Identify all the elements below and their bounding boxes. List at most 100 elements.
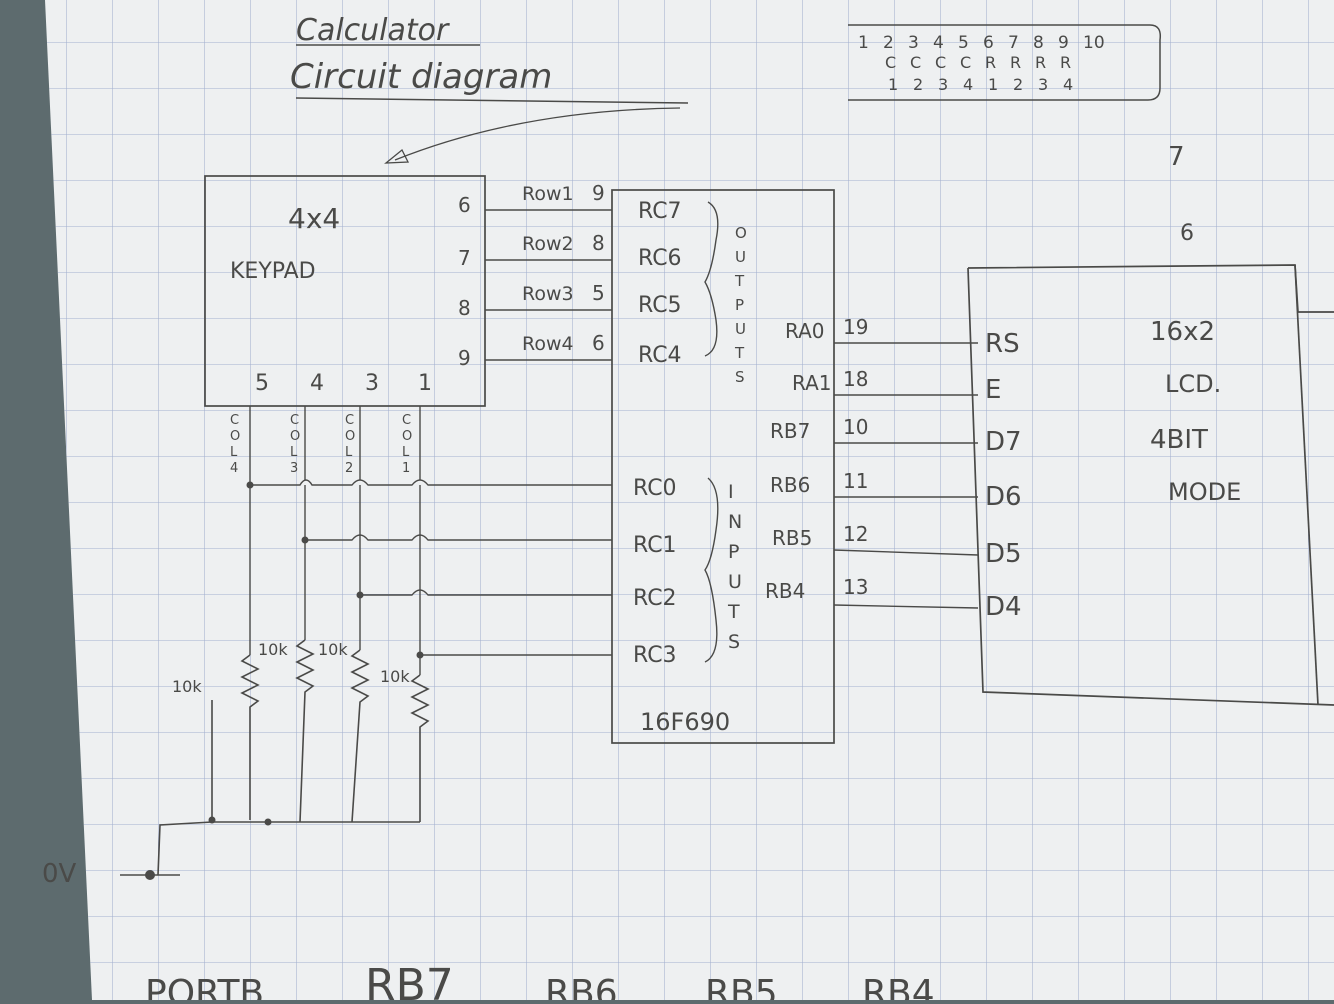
row-pin-2: 8 <box>592 231 605 255</box>
table-pin-5: 5 <box>958 33 969 53</box>
table-num-3: 3 <box>938 75 948 94</box>
table-num-4: 4 <box>963 75 973 94</box>
column-label-char: C <box>402 413 411 428</box>
diagram-subtitle: Circuit diagram <box>290 57 552 97</box>
table-kind-2: C <box>910 53 921 72</box>
footer-portb: PORTB <box>145 973 264 1000</box>
column-label-char: O <box>290 429 300 444</box>
column-label-char: L <box>345 445 353 460</box>
outputs-label-char: P <box>735 296 744 314</box>
table-pin-10: 10 <box>1083 33 1105 53</box>
table-num-6: 2 <box>1013 75 1023 94</box>
column-label-char: 2 <box>345 461 353 476</box>
mcu-pin-rc6: RC6 <box>638 246 682 271</box>
margin-number-7: 7 <box>1168 142 1185 172</box>
table-num-5: 1 <box>988 75 998 94</box>
table-num-8: 4 <box>1063 75 1073 94</box>
row-wires <box>485 209 612 361</box>
column-label-char: 3 <box>290 461 298 476</box>
inputs-label-char: P <box>728 541 739 563</box>
table-kind-7: R <box>1035 53 1046 72</box>
keypad-pin-9: 9 <box>458 346 471 370</box>
keypad-pin-1: 1 <box>418 371 432 396</box>
grid-pattern <box>45 0 1334 1000</box>
table-pin-6: 6 <box>983 33 994 53</box>
inputs-label-char: T <box>727 601 740 623</box>
row-pin-4: 6 <box>592 331 605 355</box>
mcu-pin-rc3: RC3 <box>633 643 677 668</box>
inputs-label-char: U <box>728 571 742 593</box>
column-label-char: C <box>230 413 239 428</box>
keypad-pin-8: 8 <box>458 296 471 320</box>
mcu-part-number: 16F690 <box>640 708 730 736</box>
footer-rb6: RB6 <box>545 973 618 1000</box>
mcu-pin-number-11: 11 <box>843 469 868 493</box>
table-pin-9: 9 <box>1058 33 1069 53</box>
column-label-char: C <box>345 413 354 428</box>
inputs-label-char: N <box>728 511 742 533</box>
table-num-7: 3 <box>1038 75 1048 94</box>
ground-label: 0V <box>42 859 77 889</box>
annotation-arrow <box>394 107 681 161</box>
outputs-label-char: U <box>735 320 746 338</box>
mcu-pin-rc7: RC7 <box>638 199 682 224</box>
table-pin-3: 3 <box>908 33 919 53</box>
keypad-pin-7: 7 <box>458 246 471 270</box>
mcu-pin-ra0: RA0 <box>785 319 825 343</box>
mcu-pin-ra1: RA1 <box>792 371 832 395</box>
keypad-name-label: KEYPAD <box>230 259 316 284</box>
resistor-label-3: 10k <box>318 640 348 659</box>
margin-number-6: 6 <box>1180 221 1194 246</box>
table-pin-8: 8 <box>1033 33 1044 53</box>
lcd-pin-d4: D4 <box>985 592 1022 622</box>
mcu-pin-number-12: 12 <box>843 522 868 546</box>
row-label-3: Row3 <box>522 283 574 305</box>
lcd-wires <box>833 342 979 609</box>
table-pin-4: 4 <box>933 33 944 53</box>
table-num-2: 2 <box>913 75 923 94</box>
lcd-size: 16x2 <box>1150 317 1215 347</box>
mcu-pin-number-10: 10 <box>843 415 868 439</box>
table-kind-4: C <box>960 53 971 72</box>
keypad-pin-4: 4 <box>310 371 324 396</box>
inputs-label-char: S <box>728 631 740 653</box>
table-pin-7: 7 <box>1008 33 1019 53</box>
table-kind-5: R <box>985 53 996 72</box>
mcu-pin-rb6: RB6 <box>770 473 810 497</box>
column-label-char: L <box>402 445 410 460</box>
column-label-char: O <box>230 429 240 444</box>
mcu-pin-number-18: 18 <box>843 367 868 391</box>
table-kind-6: R <box>1010 53 1021 72</box>
row-label-2: Row2 <box>522 233 574 255</box>
lcd-pin-d5: D5 <box>985 539 1022 569</box>
mcu-pin-rc4: RC4 <box>638 343 682 368</box>
mcu-pin-rb5: RB5 <box>772 526 812 550</box>
resistor-label-4: 10k <box>380 667 410 686</box>
outputs-label-char: S <box>735 368 745 386</box>
row-pin-1: 9 <box>592 181 605 205</box>
column-label-char: C <box>290 413 299 428</box>
mcu-pin-rc1: RC1 <box>633 533 677 558</box>
table-pin-1: 1 <box>858 33 869 53</box>
outputs-label-char: T <box>734 272 745 290</box>
column-label-char: L <box>230 445 238 460</box>
row-pin-3: 5 <box>592 281 605 305</box>
footer-rb5: RB5 <box>705 973 778 1000</box>
row-label-1: Row1 <box>522 183 574 205</box>
mcu-pin-rb7: RB7 <box>770 419 810 443</box>
keypad-pin-6: 6 <box>458 193 471 217</box>
table-kind-8: R <box>1060 53 1071 72</box>
lcd-bit-mode: 4BIT <box>1150 425 1208 455</box>
mcu-pin-rc0: RC0 <box>633 476 677 501</box>
